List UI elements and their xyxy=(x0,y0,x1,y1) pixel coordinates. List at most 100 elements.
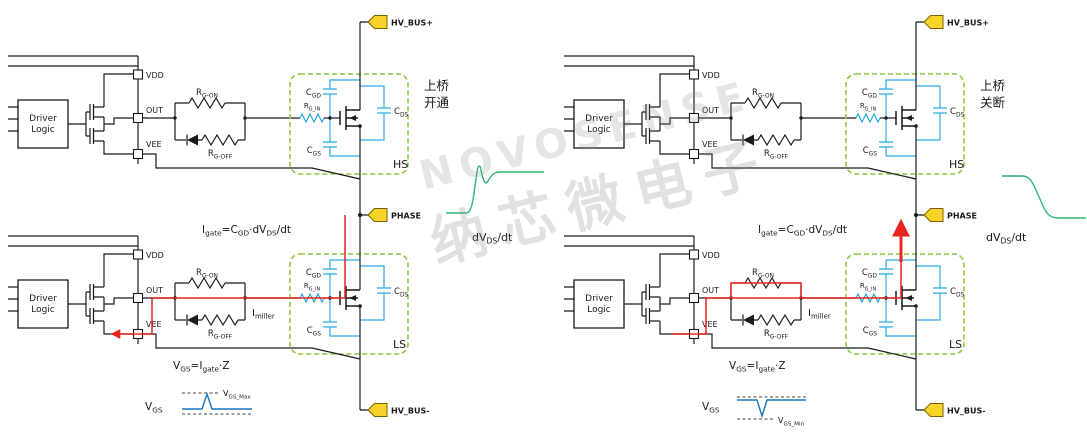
panel-left: Driver Logic VDD OUT VEE RG-ON RG-OFF xyxy=(8,15,433,417)
diode-rg-off xyxy=(186,314,198,326)
supply-feed-wires xyxy=(564,55,694,67)
driver-logic-box xyxy=(573,99,625,149)
gate-driver-cell: Driver Logic VDD OUT VEE RG-ON RG-OFF xyxy=(8,55,409,180)
rg-in-label: RG_IN xyxy=(860,282,877,293)
gate-network-wires xyxy=(142,102,300,141)
imiller-label: Imiller xyxy=(252,308,275,321)
node-dot xyxy=(243,116,247,120)
igate-equation: Igate=CGD·dVDS/dt xyxy=(202,224,291,238)
driver-logic-label: Driver xyxy=(585,114,613,124)
vgs-waveform-panel: VGS VGS_Max xyxy=(145,389,252,415)
vds-rise-waveform xyxy=(446,165,544,214)
flag-stub-wires xyxy=(916,21,924,411)
vgs-waveform-panel: VGS VGS_Min xyxy=(702,396,806,428)
vgs-label: VGS xyxy=(145,401,163,415)
hv-bus-minus-flag xyxy=(923,403,944,417)
pin-out xyxy=(688,292,700,304)
phase-flag xyxy=(367,208,388,222)
source-return-wire xyxy=(142,333,361,360)
vgs-negative-spike-trace xyxy=(737,399,806,419)
vgs-max-label: VGS_Max xyxy=(223,389,251,401)
rg-on-label: RG-ON xyxy=(752,268,774,280)
vgs-positive-spike-trace xyxy=(182,391,252,410)
driver-output-stage xyxy=(624,73,690,155)
cap-cds xyxy=(916,265,947,321)
pin-vee-label: VEE xyxy=(146,320,162,329)
gate-network-wires xyxy=(698,282,856,321)
hv-bus-plus-label: HV_BUS+ xyxy=(947,19,989,28)
supply-feed-wires xyxy=(564,235,694,247)
scene-label-left: 上桥 xyxy=(424,78,450,93)
rg-on-label: RG-ON xyxy=(752,88,774,100)
imiller-label: Imiller xyxy=(808,308,831,321)
cgs-label: CGS xyxy=(307,326,322,338)
cgs-label: CGS xyxy=(863,146,878,158)
cgd-label: CGD xyxy=(306,88,322,100)
hv-bus-minus-label: HV_BUS- xyxy=(391,407,430,416)
resistor-rg-in xyxy=(855,112,881,124)
pin-vdd-label: VDD xyxy=(702,251,720,260)
cgs-label: CGS xyxy=(307,146,322,158)
node-dot xyxy=(799,116,803,120)
hv-bus-plus-label: HV_BUS+ xyxy=(391,19,433,28)
phase-leg: HV_BUS+ PHASE HV_BUS- HS LS xyxy=(358,15,433,417)
driver-output-stage xyxy=(624,253,690,335)
pin-vdd-label: VDD xyxy=(702,71,720,80)
pin-vee xyxy=(688,148,700,160)
rg-in-label: RG_IN xyxy=(860,102,877,113)
miller-current-path xyxy=(110,215,346,339)
mosfet-model-box xyxy=(845,253,965,355)
rg-on-label: RG-ON xyxy=(196,268,218,280)
gate-node-dot xyxy=(884,116,888,120)
gate-driver-cell: Driver Logic VDD OUT VEE RG-ON RG-OFF xyxy=(564,55,965,180)
cap-cds xyxy=(916,85,947,141)
resistor-rg-in xyxy=(299,112,325,124)
panel-right: Driver Logic VDD OUT VEE RG-ON RG-OFF xyxy=(564,15,989,417)
supply-feed-wires xyxy=(8,55,138,67)
resistor-rg-off xyxy=(757,313,795,327)
resistor-rg-off xyxy=(201,313,239,327)
source-return-wire xyxy=(698,153,917,180)
phase-label: PHASE xyxy=(947,212,977,221)
pin-vee xyxy=(132,148,144,160)
cds-label: CDS xyxy=(394,287,409,299)
phase-label: PHASE xyxy=(391,212,421,221)
cgs-label: CGS xyxy=(863,326,878,338)
cap-cds xyxy=(360,265,391,321)
driver-logic-box xyxy=(17,99,69,149)
pin-out-label: OUT xyxy=(702,286,719,295)
rg-off-label: RG-OFF xyxy=(208,329,233,341)
resistor-rg-on xyxy=(188,276,226,290)
node-dot xyxy=(729,116,733,120)
miller-current-path xyxy=(672,258,902,335)
rg-off-label: RG-OFF xyxy=(208,149,233,161)
driver-input-wires xyxy=(564,106,574,132)
cap-cgs xyxy=(323,118,360,157)
vgs-equation: VGS=Igate·Z xyxy=(173,360,230,374)
resistor-rg-on xyxy=(188,96,226,110)
scene-label-left: 开通 xyxy=(424,95,450,110)
diode-rg-off xyxy=(742,134,754,146)
driver-logic-box xyxy=(573,279,625,329)
hv-bus-minus-label: HV_BUS- xyxy=(947,407,986,416)
cap-cgs xyxy=(323,298,360,337)
cap-cgd xyxy=(879,259,916,298)
source-return-wire xyxy=(142,153,361,180)
pin-vdd xyxy=(688,249,700,260)
source-return-wire xyxy=(698,333,917,360)
pin-out-label: OUT xyxy=(146,286,163,295)
mosfet-model-box xyxy=(845,73,965,175)
annotations-left: 上桥 开通 Igate=CGD·dVDS/dt Imiller VGS=Igat… xyxy=(110,78,544,415)
driver-logic-label: Logic xyxy=(587,125,611,135)
driver-logic-label: Driver xyxy=(29,294,57,304)
hs-label: HS xyxy=(949,158,964,171)
driver-logic-label: Driver xyxy=(585,294,613,304)
phase-leg: HV_BUS+ PHASE HV_BUS- HS LS xyxy=(914,15,989,417)
cds-label: CDS xyxy=(950,107,965,119)
ls-label: LS xyxy=(393,338,406,351)
hs-label: HS xyxy=(393,158,408,171)
driver-input-wires xyxy=(564,286,574,312)
phase-flag xyxy=(923,208,944,222)
power-mosfet xyxy=(895,106,918,130)
